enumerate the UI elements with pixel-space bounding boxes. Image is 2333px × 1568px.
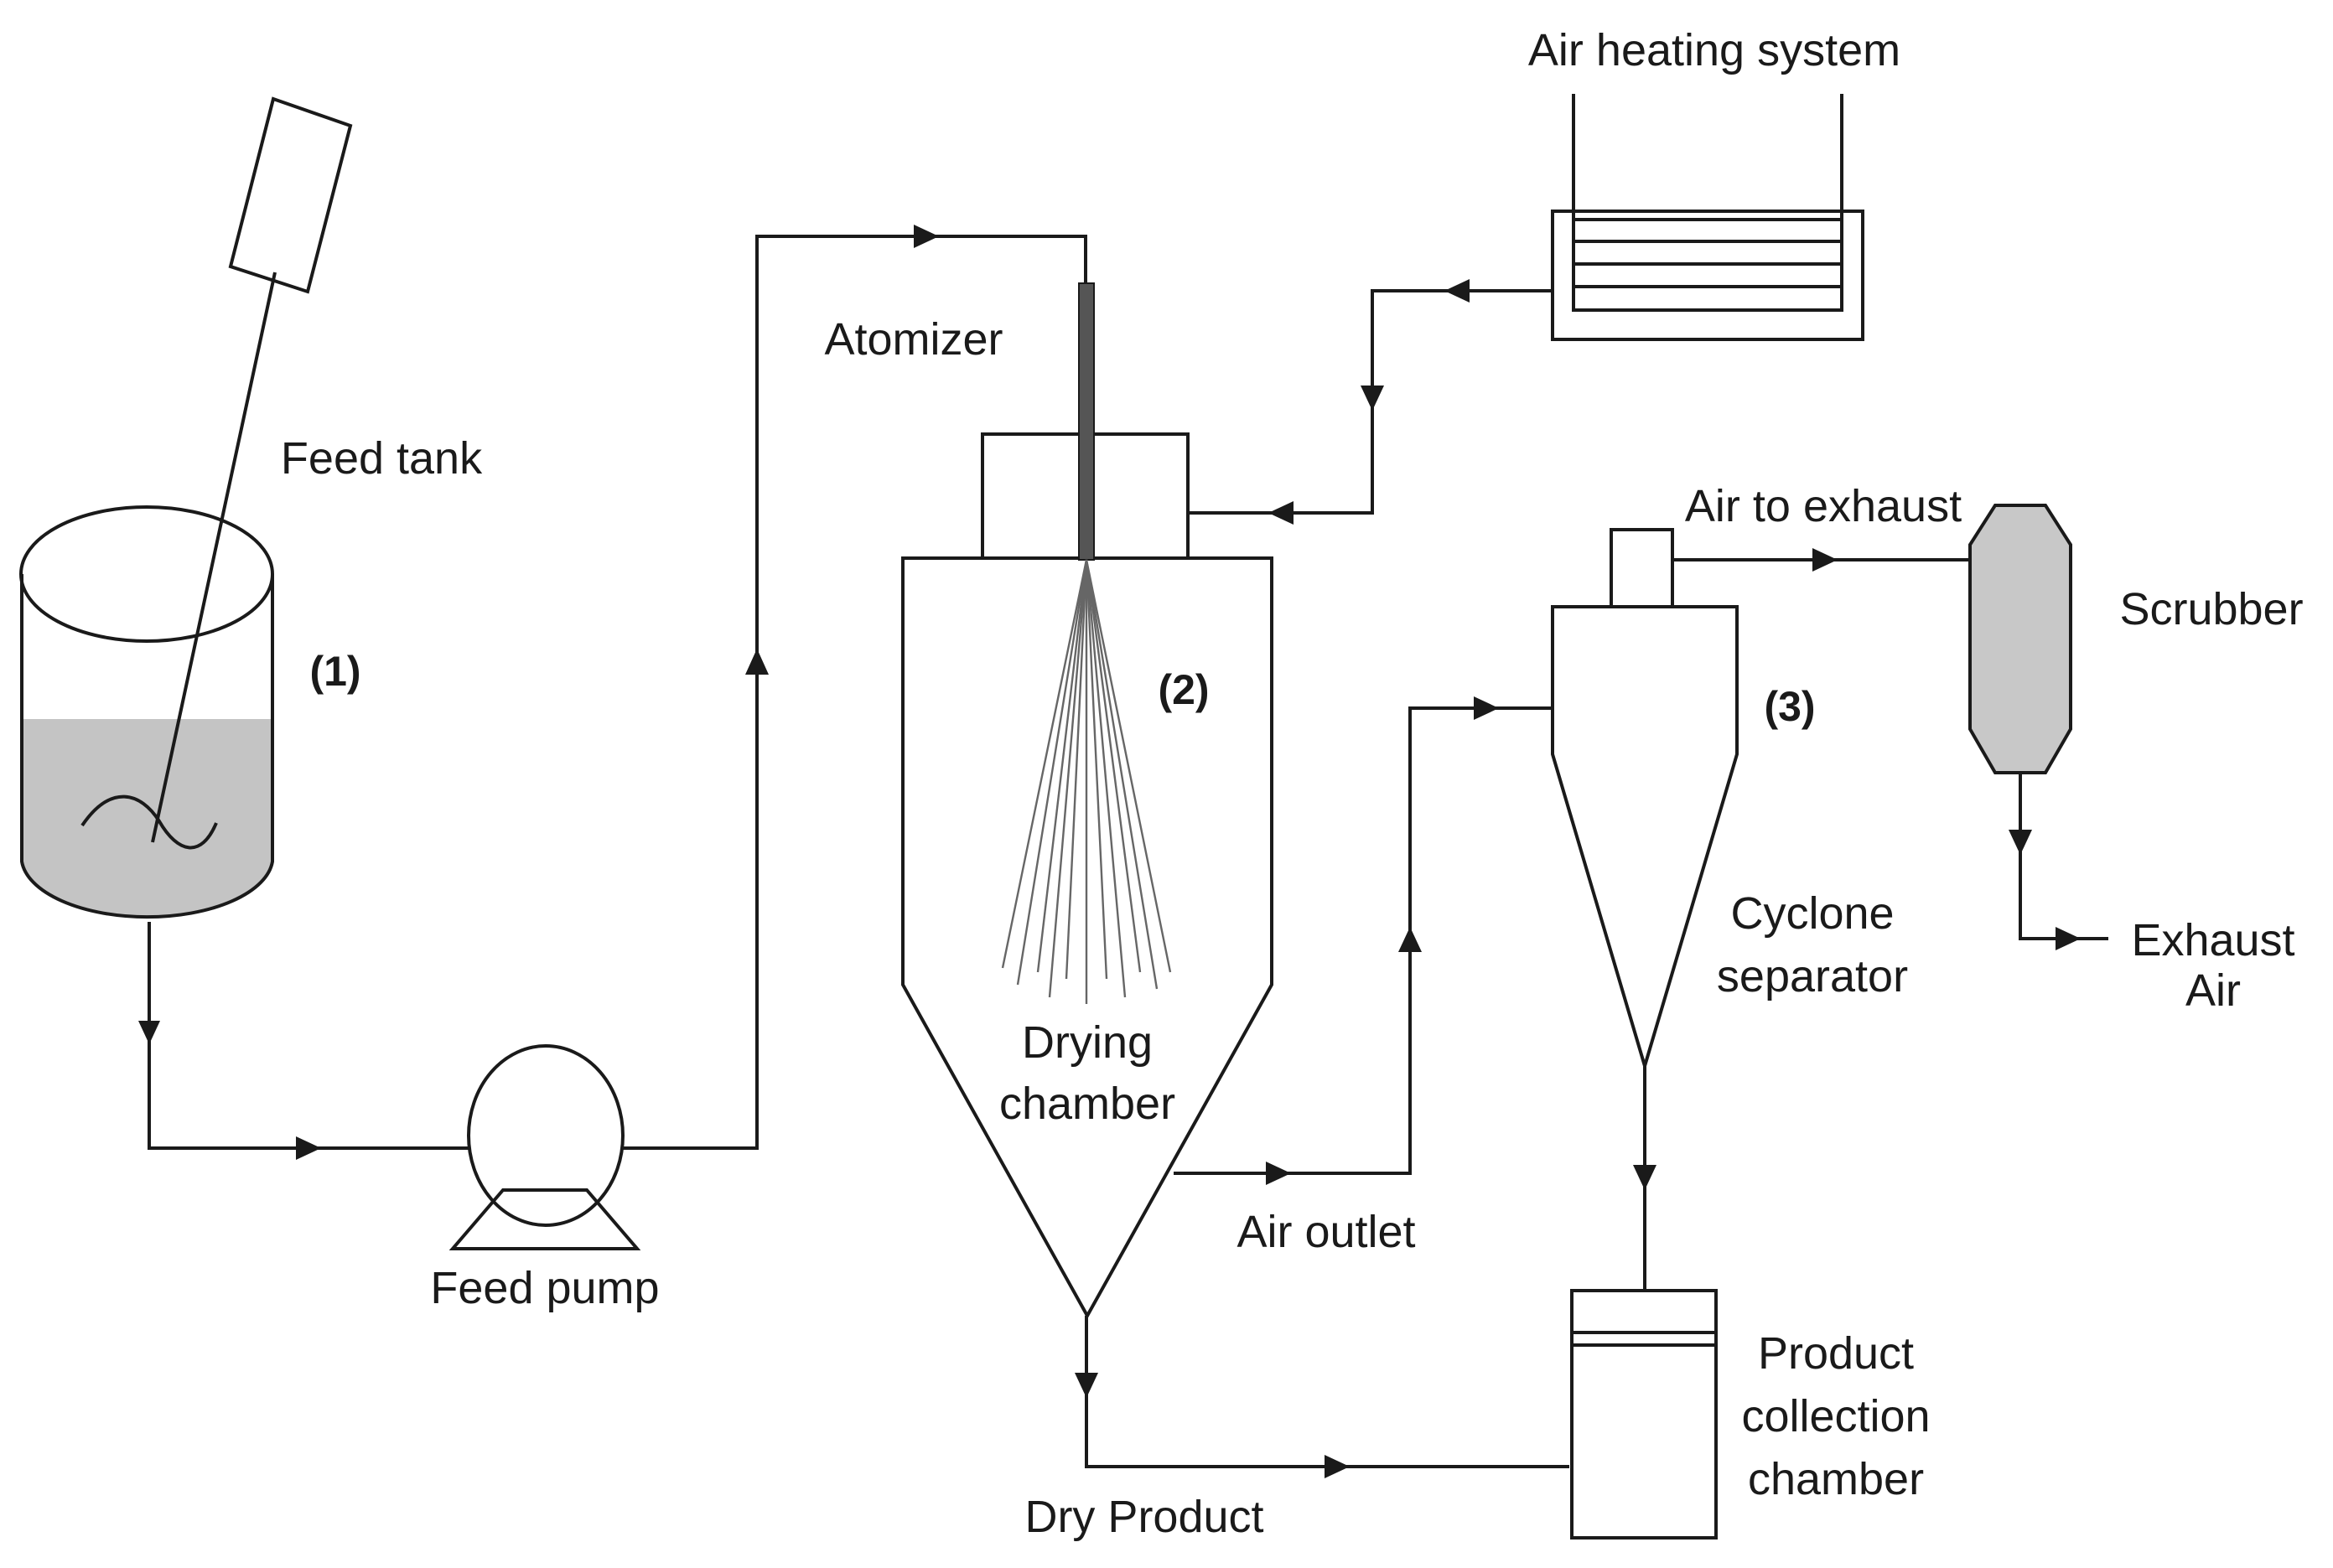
stirrer-shaft	[151, 272, 277, 843]
feed-tank	[19, 96, 353, 919]
atomizer-nozzle	[1078, 282, 1095, 561]
cyclone-number: (3)	[1764, 683, 1815, 730]
exhaust-air-label-line2: Air	[2185, 965, 2241, 1016]
product-collection-label-line3: chamber	[1748, 1454, 1924, 1504]
cyclone-label-line2: separator	[1717, 951, 1908, 1001]
cyclone-separator	[1551, 528, 1739, 1073]
stirrer-motor	[228, 96, 353, 294]
stirrer-blade	[80, 794, 218, 850]
feed-tank-number: (1)	[309, 648, 360, 695]
tank-to-pump-pipe	[148, 922, 469, 1150]
drying-chamber-label-line1: Drying	[1022, 1017, 1153, 1068]
feed-pump	[448, 1044, 641, 1250]
product-collection-label-line1: Product	[1758, 1328, 1914, 1379]
flow-arrows	[138, 225, 2081, 1478]
air-outlet-label: Air outlet	[1236, 1207, 1415, 1257]
scrubber-label: Scrubber	[2119, 584, 2303, 634]
dry-product-pipe	[1085, 1316, 1569, 1468]
feed-tank-label: Feed tank	[281, 433, 483, 484]
exhaust-air-label-line1: Exhaust	[2131, 915, 2294, 965]
drying-chamber-number: (2)	[1158, 666, 1209, 713]
pump-to-atomizer-pipe	[623, 235, 1087, 1150]
drying-chamber	[901, 282, 1273, 1320]
air-to-exhaust-label: Air to exhaust	[1685, 481, 1962, 531]
product-collection-label-line2: collection	[1741, 1391, 1930, 1441]
product-collection-chamber	[1570, 1289, 1718, 1540]
cyclone-label-line1: Cyclone	[1730, 888, 1894, 939]
drying-chamber-label-line2: chamber	[999, 1079, 1175, 1129]
atomizer-label: Atomizer	[824, 314, 1003, 365]
air-outlet-pipe	[1174, 706, 1553, 1175]
scrubber	[1968, 504, 2072, 774]
air-heating-system	[1551, 94, 1864, 341]
feed-pump-label: Feed pump	[430, 1263, 659, 1313]
exhaust-air-pipe	[2019, 773, 2108, 940]
spray-cone	[1001, 559, 1172, 1004]
feed-tank-liquid	[22, 719, 272, 918]
dry-product-label: Dry Product	[1024, 1492, 1263, 1542]
air-heating-system-label: Air heating system	[1528, 25, 1900, 75]
